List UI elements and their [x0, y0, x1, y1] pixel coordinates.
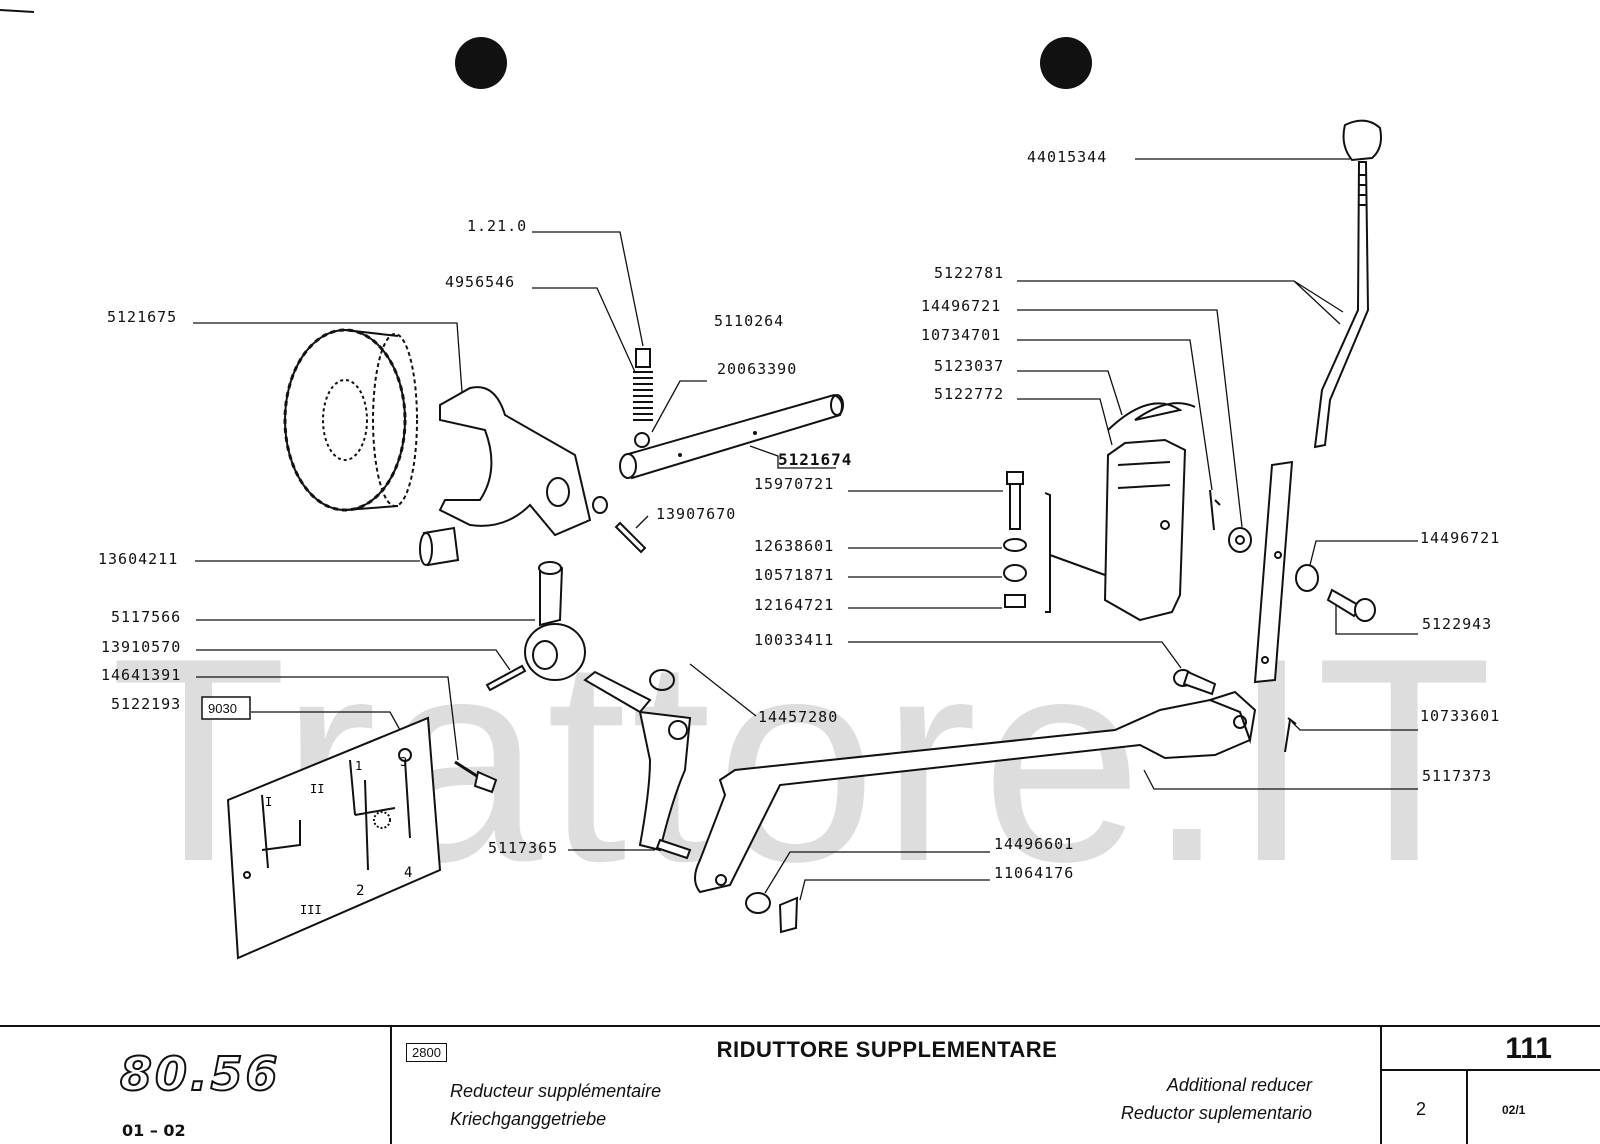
label-14496721-right: 14496721 [1420, 529, 1500, 547]
page-number-cell: 111 2 02/1 [1380, 1027, 1600, 1144]
title-english: Additional reducer [1166, 1075, 1312, 1095]
plate-mark-3: 3 [400, 755, 407, 769]
clevis-pin-part [1173, 669, 1217, 696]
title-french: Reducteur supplémentaire [450, 1081, 662, 1101]
title-cell: 2800 RIDUTTORE SUPPLEMENTARE Reducteur s… [390, 1027, 1382, 1144]
label-44015344: 44015344 [1027, 148, 1107, 166]
shift-fork-part [438, 386, 592, 537]
gear-part [283, 328, 418, 512]
fork-hole [546, 477, 570, 507]
lever-pin-part [485, 664, 527, 692]
roll-pin-part [614, 521, 647, 554]
nut-part [1004, 594, 1026, 608]
pivot-bolt-part [1326, 588, 1376, 622]
washer-part-upper [1228, 527, 1252, 553]
label-5117365: 5117365 [488, 839, 558, 857]
label-5117373: 5117373 [1422, 767, 1492, 785]
gear-pattern-plate: I II III 1 2 3 4 [226, 716, 442, 960]
label-12164721: 12164721 [754, 596, 834, 614]
label-10734701: 10734701 [921, 326, 1001, 344]
washer-part-right [1295, 564, 1319, 592]
label-13910570: 13910570 [101, 638, 181, 656]
label-5117566: 5117566 [111, 608, 181, 626]
label-1210: 1.21.0 [467, 217, 527, 235]
cotter-pin-part [1284, 717, 1297, 753]
label-4956546: 4956546 [445, 273, 515, 291]
exploded-parts-diagram: Trattore.IT [0, 9, 1500, 960]
gear-lever-knob-part [1342, 119, 1382, 162]
label-5110264: 5110264 [714, 312, 784, 330]
label-12638601: 12638601 [754, 537, 834, 555]
split-pin-part [1209, 489, 1221, 531]
label-13907670: 13907670 [656, 505, 736, 523]
page-cell-divider [1466, 1071, 1468, 1144]
label-14641391: 14641391 [101, 666, 181, 684]
detent-spring-part [633, 348, 653, 448]
sheet-number: 2 [1416, 1099, 1427, 1119]
model-cell: 80.56 01 – 02 [0, 1027, 390, 1144]
label-10033411: 10033411 [754, 631, 834, 649]
spring-wire-part [1107, 402, 1196, 431]
sheet-reference: 02/1 [1502, 1103, 1526, 1117]
pivot-link-part [583, 669, 692, 860]
label-11064176: 11064176 [994, 864, 1074, 882]
label-5121675: 5121675 [107, 308, 177, 326]
lever-guide-housing-part [1103, 438, 1187, 622]
label-5121674: 5121674 [778, 450, 852, 469]
washer-part [745, 892, 771, 914]
assembly-bracket-line [1044, 492, 1106, 613]
bush-part [419, 526, 460, 567]
shift-rod-part [619, 393, 844, 480]
label-5123037: 5123037 [934, 357, 1004, 375]
plate-mark-II: II [310, 782, 324, 796]
plate-mark-I: I [265, 795, 272, 809]
label-14496601: 14496601 [994, 835, 1074, 853]
bolt-part [1006, 471, 1024, 530]
label-5122781: 5122781 [934, 264, 1004, 282]
plate-screw-part [454, 760, 498, 794]
leader-lines [193, 158, 1418, 901]
label-14457280: 14457280 [758, 708, 838, 726]
corner-mark [0, 9, 35, 13]
model-range: 01 – 02 [122, 1121, 186, 1140]
label-20063390: 20063390 [717, 360, 797, 378]
label-13604211: 13604211 [98, 550, 178, 568]
model-name: 80.56 [119, 1046, 281, 1102]
label-5122943: 5122943 [1422, 615, 1492, 633]
spring-washer-part [1003, 564, 1027, 582]
label-5122772: 5122772 [934, 385, 1004, 403]
plate-mark-4: 4 [404, 865, 412, 881]
washer-flat-part [1003, 538, 1027, 552]
label-9030: 9030 [208, 701, 237, 716]
lever-part [524, 561, 586, 681]
label-10571871: 10571871 [754, 566, 834, 584]
clip-part [778, 896, 799, 934]
label-9030-box [201, 696, 251, 720]
title-italian: RIDUTTORE SUPPLEMENTARE [716, 1037, 1058, 1062]
gear-lever-part [1253, 161, 1370, 684]
binder-hole-left [455, 37, 507, 89]
label-15970721: 15970721 [754, 475, 834, 493]
title-spanish: Reductor suplementario [1120, 1103, 1312, 1123]
label-14496721: 14496721 [921, 297, 1001, 315]
plate-mark-1: 1 [355, 759, 362, 773]
fork-pin-hole [592, 496, 608, 514]
binder-hole-right [1040, 37, 1092, 89]
part-labels: 1.21.0 4956546 5121675 5110264 20063390 … [98, 148, 1500, 882]
long-link-rod-part [694, 690, 1257, 894]
label-5122193: 5122193 [111, 695, 181, 713]
label-10733601: 10733601 [1420, 707, 1500, 725]
page-number: 111 [1382, 1027, 1600, 1071]
plate-mark-2: 2 [356, 883, 364, 899]
title-german: Kriechganggetriebe [450, 1109, 607, 1129]
group-code-box: 2800 [406, 1043, 447, 1062]
plate-mark-III: III [300, 903, 322, 917]
title-block: 80.56 01 – 02 2800 RIDUTTORE SUPPLEMENTA… [0, 1025, 1600, 1144]
